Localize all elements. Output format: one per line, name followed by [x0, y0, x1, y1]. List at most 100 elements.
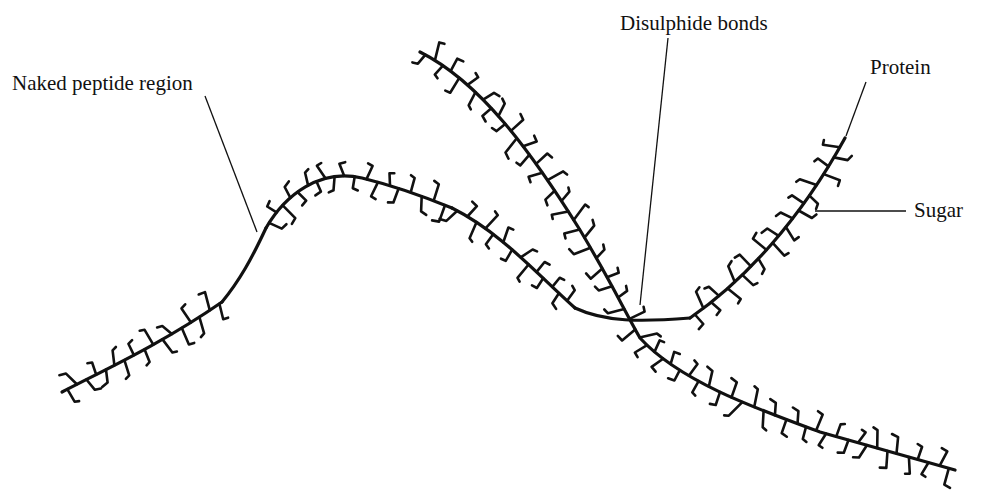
sugar-branch — [574, 205, 589, 221]
sugar-branch — [445, 78, 459, 93]
sugar-branch — [298, 192, 307, 205]
sugar-branch — [596, 245, 604, 258]
sugar-branch — [482, 108, 491, 121]
sugar-branch — [880, 451, 888, 468]
sugar-branch — [511, 114, 523, 131]
sugar-branch — [782, 420, 787, 437]
sugar-branch — [501, 250, 512, 261]
sugar-branch — [59, 374, 77, 385]
sugar-branch — [758, 259, 764, 274]
sugar-branch — [182, 328, 194, 344]
sugar-branch — [440, 211, 458, 221]
sugar-branch — [163, 339, 177, 352]
sugar-branch — [434, 181, 439, 201]
sugar-branch — [518, 265, 529, 282]
leader-line — [846, 82, 866, 136]
sugar-branch — [776, 213, 793, 219]
sugar-branch — [585, 220, 595, 238]
sugar-branch — [668, 370, 680, 380]
sugar-branch — [503, 228, 513, 243]
sugar-branch — [671, 352, 680, 364]
sugar-branch — [796, 179, 816, 185]
sugar-branch — [640, 334, 661, 338]
sugar-branch — [145, 349, 150, 365]
sugar-branch — [762, 229, 779, 236]
sugar-branch — [838, 440, 849, 453]
sugar-branch — [329, 177, 335, 193]
sugar-branch — [86, 380, 101, 390]
sugar-branch — [773, 243, 789, 256]
sugar-branch — [892, 434, 898, 454]
sugar-branch — [735, 255, 751, 267]
sugar-branch — [635, 345, 647, 357]
sugar-branch — [353, 177, 358, 191]
sugar-branch — [922, 463, 929, 477]
sugar-branch — [521, 250, 537, 258]
sugar-branch — [753, 233, 767, 250]
sugar-branch — [569, 248, 590, 254]
glycosylated-chain — [452, 208, 575, 308]
sugar-branch — [128, 340, 134, 355]
part-label: Sugar — [912, 199, 965, 222]
sugar-branch — [283, 205, 296, 224]
leader-line — [205, 96, 257, 232]
sugar-branch — [711, 302, 720, 315]
sugar-branch — [770, 399, 776, 415]
sugar-branch — [836, 424, 845, 437]
sugar-branch — [586, 269, 602, 279]
sugar-branch — [339, 162, 345, 176]
glycosylated-chain — [420, 52, 955, 470]
sugar-branch — [467, 202, 477, 217]
sugar-branch — [731, 378, 736, 397]
sugar-branch — [819, 434, 826, 448]
sugar-branch — [834, 156, 852, 160]
sugar-branch — [786, 227, 799, 240]
sugar-branch — [695, 315, 703, 330]
sugar-branch — [788, 195, 804, 203]
sugar-branch — [858, 430, 866, 443]
sugar-branch — [944, 468, 950, 488]
sugar-branch — [562, 188, 570, 202]
sugar-branch — [498, 99, 504, 117]
sugar-branch — [724, 402, 742, 416]
sugar-branch — [317, 163, 326, 178]
sugar-branch — [219, 304, 228, 320]
sugar-branch — [696, 287, 703, 308]
sugar-branch — [824, 174, 840, 186]
sugar-branch — [803, 427, 807, 442]
sugar-branch — [607, 268, 619, 277]
sugar-branch — [552, 293, 559, 309]
sugar-branch — [87, 363, 96, 375]
sugar-branch — [529, 173, 543, 183]
sugar-branch — [102, 370, 107, 387]
sugar-branch — [905, 457, 910, 474]
sugar-branch — [545, 191, 554, 206]
sugar-branch — [705, 287, 720, 296]
sugar-branch — [269, 223, 286, 229]
sugar-branch — [486, 234, 493, 248]
sugar-branch — [710, 392, 720, 405]
sugar-branch — [523, 136, 537, 147]
sugar-branch — [506, 138, 517, 159]
sugar-branch — [567, 286, 575, 301]
sugar-branch — [763, 411, 766, 431]
sugar-branch — [595, 286, 612, 290]
sugar-branch — [315, 181, 321, 195]
sugar-branch — [367, 163, 373, 179]
sugar-branch — [486, 211, 498, 228]
sugar-branch — [388, 188, 399, 202]
sugar-branch — [814, 159, 828, 167]
sugar-branch — [918, 444, 922, 460]
sugar-branch — [483, 93, 499, 100]
sugar-branch — [113, 347, 116, 365]
sugar-branch — [652, 359, 664, 372]
sugar-branch — [618, 329, 635, 340]
sugar-branch — [728, 261, 735, 282]
part-label: Naked peptide region — [10, 72, 195, 95]
sugar-branch — [199, 292, 210, 310]
glycosylated-chain — [62, 302, 222, 392]
leader-line — [640, 38, 668, 305]
sugar-branch — [537, 262, 550, 272]
sugar-branch — [853, 445, 867, 457]
sugar-branch — [655, 340, 665, 352]
